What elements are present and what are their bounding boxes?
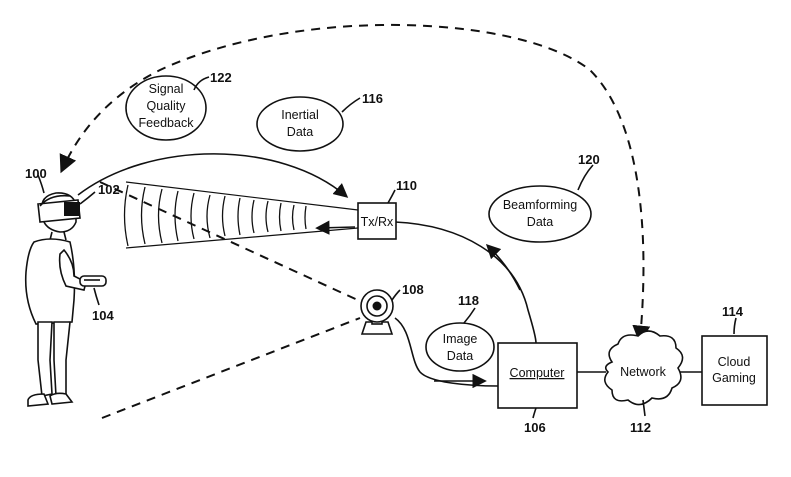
cloud-gaming-label-line1: Cloud	[718, 355, 751, 369]
computer-unit: Computer	[498, 343, 577, 408]
signal-quality-line2: Quality	[147, 99, 187, 113]
image-data-bubble: Image Data	[426, 323, 494, 371]
camera-icon	[361, 290, 393, 334]
signal-quality-feedback-bubble: Signal Quality Feedback	[126, 76, 206, 140]
network-label: Network	[620, 365, 667, 379]
txrx-label: Tx/Rx	[361, 215, 394, 229]
inertial-data-bubble: Inertial Data	[257, 97, 343, 151]
user-figure	[26, 193, 106, 406]
ref-controller: 104	[92, 308, 114, 323]
camera-sightline-lower	[102, 318, 360, 418]
beam-arrow	[318, 227, 355, 228]
txrx-unit: Tx/Rx	[358, 203, 396, 239]
network-cloud: Network	[605, 331, 683, 405]
ref-cloud: 114	[722, 304, 744, 319]
feedback-dashed-arrow	[62, 25, 643, 340]
ref-network: 112	[630, 420, 651, 435]
image-line2: Data	[447, 349, 473, 363]
computer-label: Computer	[510, 366, 565, 380]
signal-quality-line3: Feedback	[139, 116, 195, 130]
beam-wavefronts	[125, 185, 307, 246]
beamforming-line2: Data	[527, 215, 553, 229]
inertial-line1: Inertial	[281, 108, 319, 122]
ref-camera: 108	[402, 282, 424, 297]
beamforming-data-bubble: Beamforming Data	[489, 186, 591, 242]
ref-user: 100	[25, 166, 47, 181]
controller-icon	[80, 276, 106, 286]
ref-txrx: 110	[396, 178, 417, 193]
ref-inertial: 116	[362, 91, 383, 106]
ref-image: 118	[458, 293, 479, 308]
ref-hmd: 102	[98, 182, 120, 197]
beamforming-line1: Beamforming	[503, 198, 577, 212]
signal-quality-line1: Signal	[149, 82, 184, 96]
ref-computer: 106	[524, 420, 546, 435]
beamforming-arrow	[488, 246, 520, 290]
ref-beamforming: 120	[578, 152, 600, 167]
camera-sightline-upper	[100, 182, 362, 302]
cloud-gaming-unit: Cloud Gaming	[702, 336, 767, 405]
ref-signal-quality: 122	[210, 70, 232, 85]
cloud-gaming-label-line2: Gaming	[712, 371, 756, 385]
inertial-line2: Data	[287, 125, 313, 139]
image-line1: Image	[443, 332, 478, 346]
